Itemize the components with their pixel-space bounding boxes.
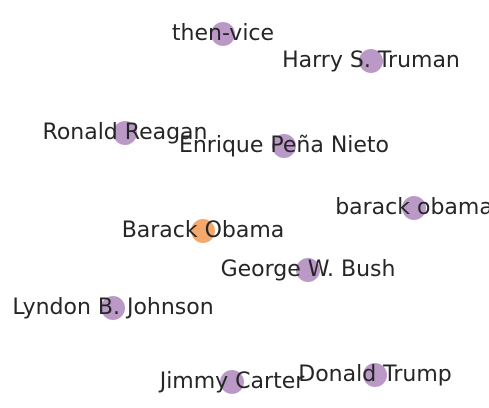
node-label-enrique-pena-nieto: Enrique Peña Nieto	[179, 133, 389, 158]
node-then-vice	[211, 22, 235, 46]
nodes-layer	[101, 22, 426, 394]
node-label-donald-trump: Donald Trump	[298, 362, 451, 387]
node-label-then-vice: then-vice	[172, 21, 274, 46]
node-label-ronald-reagan: Ronald Reagan	[43, 120, 208, 145]
node-george-w-bush	[296, 258, 320, 282]
node-barack-obama-lower	[402, 196, 426, 220]
node-label-jimmy-carter: Jimmy Carter	[158, 369, 306, 394]
node-label-harry-s-truman: Harry S. Truman	[282, 48, 460, 73]
node-enrique-pena-nieto	[272, 134, 296, 158]
node-barack-obama	[191, 219, 215, 243]
node-label-barack-obama-lower: barack obama	[335, 195, 489, 220]
node-ronald-reagan	[113, 121, 137, 145]
node-label-barack-obama: Barack Obama	[122, 218, 285, 243]
node-donald-trump	[363, 363, 387, 387]
node-harry-s-truman	[359, 49, 383, 73]
node-lyndon-b-johnson	[101, 296, 125, 320]
node-jimmy-carter	[220, 370, 244, 394]
node-label-lyndon-b-johnson: Lyndon B. Johnson	[12, 295, 213, 320]
node-label-george-w-bush: George W. Bush	[221, 257, 396, 282]
